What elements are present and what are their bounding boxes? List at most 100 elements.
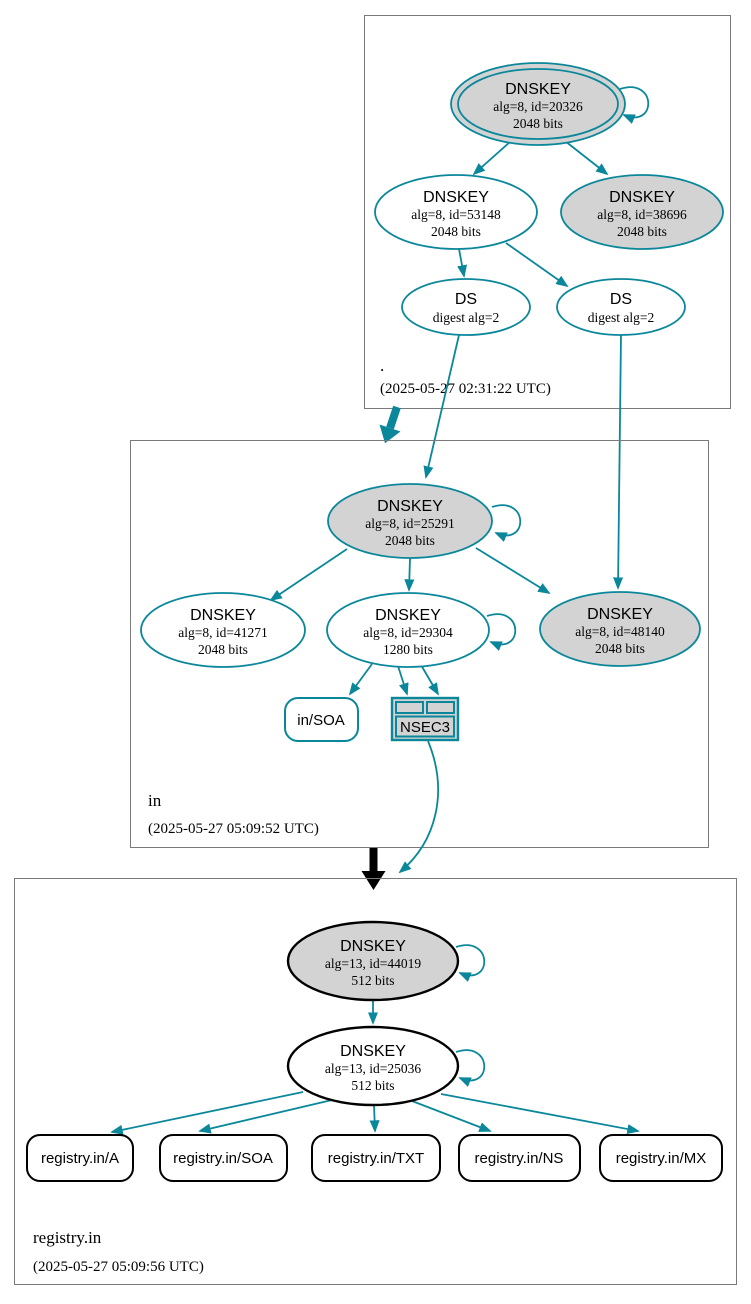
rrset-txt-rect[interactable] — [311, 1134, 441, 1182]
edge-dnskey-20326-to-38696 — [564, 140, 609, 176]
zone-root-box — [364, 15, 731, 409]
dnskey-29304-title: DNSKEY — [375, 607, 441, 624]
self-loop-dnskey-25036 — [455, 1049, 486, 1087]
nsec3-rect[interactable] — [390, 696, 460, 742]
dnskey-25036-ellipse[interactable] — [286, 1025, 460, 1107]
zone-in-timestamp: (2025-05-27 05:09:52 UTC) — [148, 821, 319, 837]
edge-dnskey-25291-to-48140 — [475, 547, 551, 594]
dnskey-44019-title: DNSKEY — [340, 938, 406, 955]
ds-left-ellipse[interactable] — [401, 278, 531, 336]
dnskey-48140-alg: alg=8, id=48140 — [575, 624, 665, 639]
dnskey-38696-bits: 2048 bits — [617, 224, 667, 239]
dnskey-25036-title: DNSKEY — [340, 1043, 406, 1060]
dnskey-38696-title: DNSKEY — [609, 189, 675, 206]
dnskey-25291-ellipse[interactable] — [327, 483, 493, 559]
dnskey-25291-bits: 2048 bits — [385, 533, 435, 548]
edge-dnskey-29304-to-nsec3-a — [397, 665, 409, 696]
edge-dnskey-53148-to-ds1 — [457, 248, 468, 278]
rrset-mx-rect[interactable] — [599, 1134, 723, 1182]
dnskey-29304-alg: alg=8, id=29304 — [363, 625, 453, 640]
in-soa-label: in/SOA — [297, 712, 345, 729]
dnskey-41271-title: DNSKEY — [190, 607, 256, 624]
node-dnskey-53148: DNSKEY alg=8, id=53148 2048 bits — [374, 174, 538, 250]
edge-dnskey-25036-to-rrset-ns — [411, 1100, 492, 1132]
dnskey-48140-bits: 2048 bits — [595, 641, 645, 656]
in-soa-rect[interactable] — [284, 697, 359, 742]
ds-right-digest: digest alg=2 — [588, 310, 654, 325]
edge-ds-left-to-dnskey-25291 — [423, 334, 460, 479]
dnskey-41271-alg: alg=8, id=41271 — [178, 625, 267, 640]
zone-in: in (2025-05-27 05:09:52 UTC) DNSKEY alg=… — [130, 440, 709, 848]
edge-dnskey-25291-to-41271 — [269, 548, 348, 602]
zone-root: . (2025-05-27 02:31:22 UTC) DNSKEY alg=8… — [364, 15, 731, 409]
edge-dnskey-25036-to-rrset-txt — [369, 1104, 380, 1133]
dnskey-44019-ellipse[interactable] — [286, 920, 460, 1002]
ds-left-title: DS — [455, 291, 477, 308]
self-loop-dnskey-25291 — [491, 504, 522, 542]
rrset-txt-label: registry.in/TXT — [328, 1150, 424, 1167]
ds-right-title: DS — [610, 291, 632, 308]
node-ds-right: DS digest alg=2 — [556, 278, 686, 336]
node-in-soa: in/SOA — [284, 697, 359, 742]
dnskey-48140-ellipse[interactable] — [539, 591, 701, 667]
ds-left-digest: digest alg=2 — [433, 310, 499, 325]
rrset-a-label: registry.in/A — [41, 1150, 119, 1167]
zone-registry-in-box — [14, 878, 737, 1285]
node-nsec3: NSEC3 — [390, 696, 460, 742]
zone-registry-in-timestamp: (2025-05-27 05:09:56 UTC) — [33, 1259, 204, 1275]
zone-root-label: . — [380, 356, 384, 375]
rrset-ns-rect[interactable] — [458, 1134, 581, 1182]
dnskey-38696-alg: alg=8, id=38696 — [597, 207, 687, 222]
dnskey-29304-bits: 1280 bits — [383, 642, 433, 657]
nsec3-label-cell — [395, 715, 455, 738]
edge-nsec3-to-registry-zone — [398, 740, 439, 874]
node-rrset-registry-in-mx: registry.in/MX — [599, 1134, 723, 1182]
edge-dnskey-29304-to-nsec3-b — [420, 664, 439, 696]
rrset-soa-rect[interactable] — [159, 1134, 288, 1182]
node-dnskey-44019: DNSKEY alg=13, id=44019 512 bits — [286, 920, 460, 1002]
nsec3-label: NSEC3 — [400, 719, 450, 736]
dnskey-41271-bits: 2048 bits — [198, 642, 248, 657]
rrset-ns-label: registry.in/NS — [475, 1150, 564, 1167]
node-dnskey-41271: DNSKEY alg=8, id=41271 2048 bits — [140, 592, 306, 668]
dnskey-20326-inner-ellipse — [457, 68, 619, 140]
node-rrset-registry-in-a: registry.in/A — [26, 1134, 134, 1182]
node-rrset-registry-in-ns: registry.in/NS — [458, 1134, 581, 1182]
edge-dnskey-25036-to-rrset-mx — [440, 1093, 640, 1134]
node-rrset-registry-in-txt: registry.in/TXT — [311, 1134, 441, 1182]
rrset-a-rect[interactable] — [26, 1134, 134, 1182]
node-dnskey-25291: DNSKEY alg=8, id=25291 2048 bits — [327, 483, 493, 559]
dnskey-20326-title: DNSKEY — [505, 81, 571, 98]
rrset-mx-label: registry.in/MX — [616, 1150, 707, 1167]
node-dnskey-29304: DNSKEY alg=8, id=29304 1280 bits — [326, 592, 490, 668]
dnskey-53148-bits: 2048 bits — [431, 224, 481, 239]
nsec3-cell-left — [395, 701, 424, 714]
edge-dnskey-25036-to-rrset-a — [110, 1091, 304, 1135]
edge-dnskey-25036-to-rrset-soa — [198, 1099, 333, 1134]
node-dnskey-20326: DNSKEY alg=8, id=20326 2048 bits — [450, 62, 626, 146]
dnskey-41271-ellipse[interactable] — [140, 592, 306, 668]
edge-dnskey-25291-to-29304 — [404, 557, 415, 592]
zone-registry-in-label: registry.in — [33, 1228, 102, 1247]
dnskey-48140-title: DNSKEY — [587, 606, 653, 623]
node-dnskey-25036: DNSKEY alg=13, id=25036 512 bits — [286, 1025, 460, 1107]
rrset-soa-label: registry.in/SOA — [173, 1150, 273, 1167]
delegation-arrow-in-to-registry — [361, 848, 386, 890]
delegation-arrow-root-shaft — [386, 405, 401, 430]
dnskey-20326-ellipse[interactable] — [450, 62, 626, 146]
dnskey-25291-alg: alg=8, id=25291 — [365, 516, 454, 531]
dnskey-53148-title: DNSKEY — [423, 189, 489, 206]
edge-dnskey-20326-to-53148 — [472, 140, 512, 176]
node-dnskey-48140: DNSKEY alg=8, id=48140 2048 bits — [539, 591, 701, 667]
dnskey-25291-title: DNSKEY — [377, 498, 443, 515]
zone-in-label: in — [148, 791, 162, 810]
dnskey-38696-ellipse[interactable] — [560, 174, 724, 250]
self-loop-dnskey-20326 — [619, 86, 650, 124]
edge-ds-right-to-dnskey-48140 — [613, 334, 624, 590]
dnskey-53148-ellipse[interactable] — [374, 174, 538, 250]
dnskey-29304-ellipse[interactable] — [326, 592, 490, 668]
delegation-arrow-root-head — [379, 424, 401, 444]
self-loop-dnskey-29304 — [486, 613, 517, 651]
zone-registry-in: registry.in (2025-05-27 05:09:56 UTC) DN… — [14, 878, 737, 1285]
